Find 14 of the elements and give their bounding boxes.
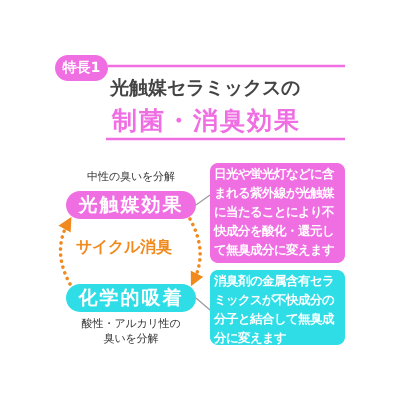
node-label: 酸性・アルカリ性の臭いを分解 <box>81 316 181 347</box>
subheading: 制菌・消臭効果 <box>112 105 302 136</box>
explanation-box: 日光や蛍光灯などに含まれる紫外線が光触媒に当たることにより不快成分を酸化・還元して無臭成分に変えます <box>210 163 345 263</box>
cycle-label: サイクル消臭 <box>76 237 173 258</box>
heading: 光触媒セラミックスの <box>110 76 301 101</box>
effect-pill: 光触媒効果 <box>66 191 196 219</box>
effect-pill: 化学的吸着 <box>66 284 196 312</box>
dotted-arrow <box>58 216 72 286</box>
dotted-arrow <box>188 217 204 286</box>
connector-line <box>196 298 210 310</box>
connector-line <box>196 194 210 206</box>
node-label: 中性の臭いを分解 <box>86 169 176 185</box>
explanation-box: 消臭剤の金属含有セラミックスが不快成分の分子と結合して無臭成分に変えます <box>210 270 345 345</box>
feature-badge: 特長1 <box>55 55 108 81</box>
